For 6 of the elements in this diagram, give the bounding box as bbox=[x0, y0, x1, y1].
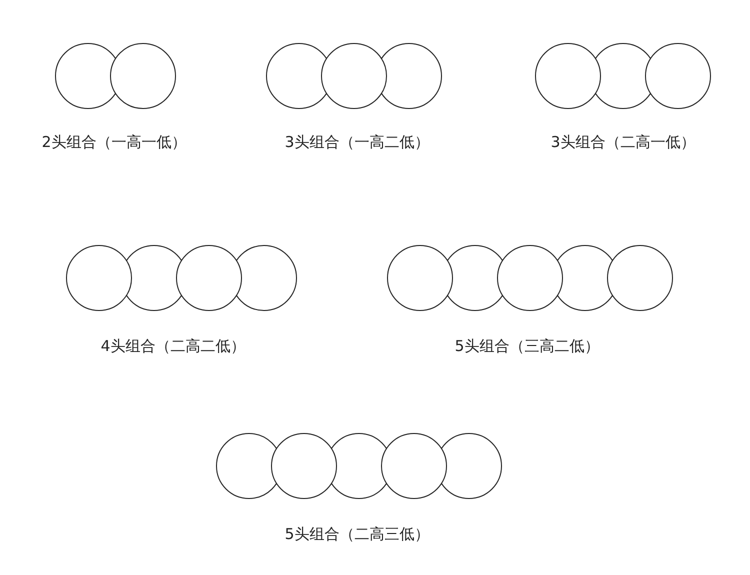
caption: 5头组合（二高三低） bbox=[284, 525, 430, 544]
caption: 5头组合（三高二低） bbox=[454, 337, 600, 356]
caption: 2头组合（一高一低） bbox=[42, 133, 186, 152]
caption: 4头组合（二高二低） bbox=[100, 337, 246, 356]
caption: 3头组合（一高二低） bbox=[284, 133, 430, 152]
caption: 3头组合（二高一低） bbox=[550, 133, 696, 152]
